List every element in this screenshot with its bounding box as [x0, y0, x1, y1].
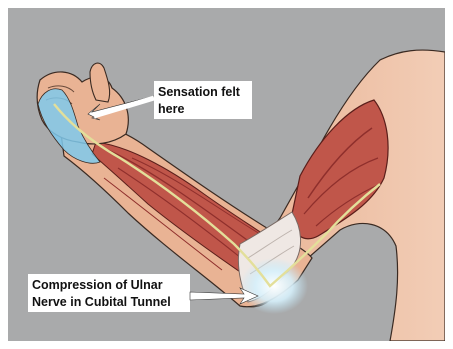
arm-diagram: Sensation felt here Compression of Ulnar… [8, 8, 445, 341]
svg-text:Nerve in Cubital Tunnel: Nerve in Cubital Tunnel [32, 295, 171, 309]
svg-text:Sensation felt: Sensation felt [158, 85, 241, 99]
compression-glow [240, 258, 308, 314]
svg-text:here: here [158, 102, 184, 116]
sensation-label-line-2: here [158, 102, 184, 116]
ulnar-nerve-illustration: Sensation felt here Compression of Ulnar… [8, 8, 445, 341]
sensation-label-line-1: Sensation felt [158, 85, 241, 99]
compression-label-line-2: Nerve in Cubital Tunnel [32, 295, 171, 309]
compression-label-line-1: Compression of Ulnar [32, 278, 163, 292]
svg-text:Compression of Ulnar: Compression of Ulnar [32, 278, 163, 292]
